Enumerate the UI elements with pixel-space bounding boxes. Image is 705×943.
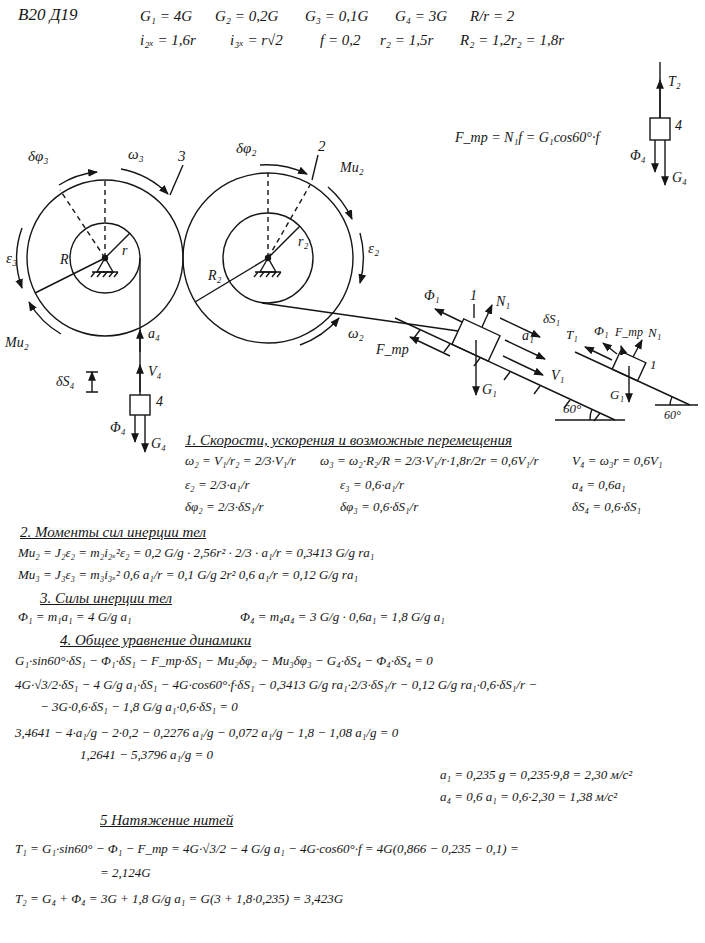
diagram-label: 3 [178, 148, 186, 165]
diagram-label: V₁ [551, 368, 564, 383]
equation: = 2,124G [100, 866, 151, 880]
equation: Mи₂ = J₂ε₂ = m₂i₂ₓ²ε₂ = 0,2 G/g · 2,56r²… [18, 546, 374, 560]
diagram-label: G₄ [151, 436, 166, 451]
given-value: G₃ = 0,1G [305, 8, 368, 25]
equation: − 3G·0,6·δS₁ − 1,8 G/g a₁·0,6·δS₁ = 0 [40, 700, 238, 714]
diagram-label: 2 [318, 138, 326, 155]
diagram-label: Φ₄ [630, 148, 646, 163]
diagram-label: 1 [650, 358, 657, 372]
diagram-label: δS₁ [543, 312, 560, 326]
equation: δφ₂ = 2/3·δS₁/r [185, 500, 264, 514]
given-value: r₂ = 1,5r [380, 32, 433, 49]
equation: ε₃ = 0,6·a₁/r [340, 478, 404, 492]
diagram-label: ε₂ [368, 240, 379, 257]
diagram-label: 60° [664, 409, 681, 422]
diagram-label: a₄ [148, 326, 160, 341]
equation: 4G·√3/2·δS₁ − 4 G/g a₁·δS₁ − 4G·cos60°·f… [15, 678, 537, 692]
diagram-label: ω₂ [348, 325, 364, 342]
equation: ω₃ = ω₂·R₂/R = 2/3·V₁/r·1,8r/2r = 0,6V₁/… [320, 454, 539, 468]
diagram-label: T₁ [566, 328, 578, 342]
diagram-label: N₁ [648, 326, 661, 340]
diagram-label: r [122, 243, 127, 258]
section-heading: 5 Натяжение нитей [100, 812, 233, 829]
equation: Φ₄ = m₄a₄ = 3 G/g · 0,6a₁ = 1,8 G/g a₁ [240, 610, 445, 624]
equation: V₄ = ω₃r = 0,6V₁ [572, 454, 662, 468]
equation: δφ₃ = 0,6·δS₁/r [340, 500, 418, 514]
diagram-label: 60° [563, 402, 581, 416]
given-value: G₁ = 4G [140, 8, 192, 25]
given-value: f = 0,2 [320, 32, 361, 49]
diagram-label: G₁ [610, 388, 624, 402]
section-heading: 2. Моменты сил инерции тел [20, 524, 206, 541]
diagram-label: T₂ [668, 74, 681, 89]
diagram-label: N₁ [496, 294, 510, 309]
equation: T₁ = G₁·sin60° − Φ₁ − F_тр = 4G·√3/2 − 4… [15, 842, 519, 856]
equation: Mи₃ = J₃ε₃ = m₃i₃ₓ² 0,6 a₁/r = 0,1 G/g 2… [18, 568, 358, 582]
diagram-label: δφ₃ [28, 148, 49, 165]
equation: a₄ = 0,6 a₁ = 0,6·2,30 = 1,38 м/с² [440, 790, 617, 804]
given-value: G₂ = 0,2G [215, 8, 278, 25]
equation: a₄ = 0,6a₁ [572, 478, 626, 492]
section-heading: 4. Общее уравнение динамики [60, 632, 251, 649]
diagram-label: F_тр = N₁f = G₁cos60°·f [455, 130, 599, 145]
given-value: i₃ₓ = r√2 [230, 32, 283, 49]
given-value: R/r = 2 [470, 8, 514, 25]
diagram-label: r₂ [298, 234, 308, 249]
diagram-label: ε₃ [6, 250, 17, 267]
diagram-label: 1 [470, 288, 477, 303]
equation: δS₄ = 0,6·δS₁ [572, 500, 641, 514]
diagram-label: Φ₁ [594, 324, 608, 338]
diagram-label: ω₃ [128, 146, 144, 163]
section-heading: 1. Скорости, ускорения и возможные перем… [185, 432, 512, 449]
given-value: В20 Д19 [18, 6, 77, 25]
diagram-label: R [60, 252, 69, 267]
given-value: R₂ = 1,2r₂ = 1,8r [460, 32, 564, 49]
diagram-label: V₄ [148, 364, 161, 379]
equation: ε₂ = 2/3·a₁/r [185, 478, 249, 492]
diagram-label: F_тр [376, 342, 409, 357]
equation: 3,4641 − 4·a₁/g − 2·0,2 − 0,2276 a₁/g − … [15, 726, 398, 740]
diagram-label: Mи₂ [340, 160, 364, 175]
diagram-label: Φ₁ [424, 288, 440, 303]
equation: ω₂ = V₁/r₂ = 2/3·V₁/r [185, 454, 296, 468]
section-heading: 3. Силы инерции тел [40, 590, 172, 607]
diagram-label: 4 [675, 118, 682, 133]
diagram-label: G₁ [482, 382, 497, 397]
equation: 1,2641 − 5,3796 a₁/g = 0 [80, 748, 213, 762]
diagram-label: R₂ [208, 268, 221, 283]
equation: Φ₁ = m₁a₁ = 4 G/g a₁ [18, 610, 131, 624]
equation: a₁ = 0,235 g = 0,235·9,8 = 2,30 м/с² [440, 768, 632, 782]
diagram-label: 4 [156, 394, 163, 409]
equation: G₁·sin60°·δS₁ − Φ₁·δS₁ − F_тр·δS₁ − Mи₂δ… [15, 654, 433, 668]
diagram-label: F_тр [615, 326, 643, 339]
given-value: i₂ₓ = 1,6r [140, 32, 196, 49]
diagram-label: δS₄ [56, 374, 74, 389]
diagram-label: Mи₂ [5, 335, 29, 350]
diagram-label: G₄ [672, 170, 687, 185]
equation: T₂ = G₄ + Φ₄ = 3G + 1,8 G/g a₁ = G(3 + 1… [15, 892, 343, 906]
diagram-label: Φ₄ [110, 420, 126, 435]
diagram-label: a₁ [522, 328, 534, 343]
given-value: G₄ = 3G [395, 8, 447, 25]
diagram-label: δφ₂ [236, 140, 257, 157]
